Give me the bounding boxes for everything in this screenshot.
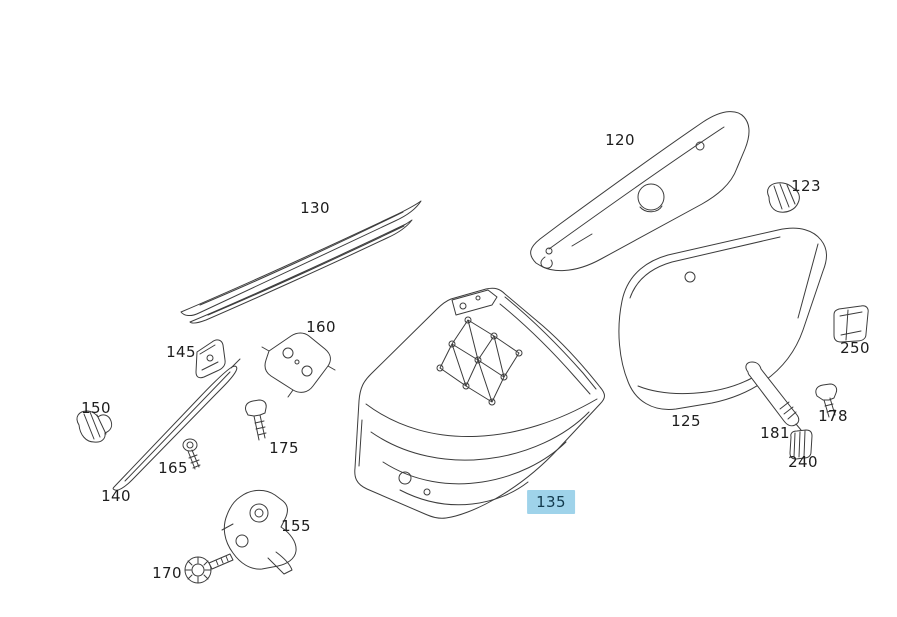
part-130-drawing [180, 200, 422, 324]
part-175-drawing [245, 399, 267, 441]
part-label-135[interactable]: 135 [527, 490, 575, 514]
part-178-drawing [815, 383, 838, 418]
part-145-drawing [195, 339, 226, 379]
part-label-181[interactable]: 181 [760, 424, 790, 442]
part-140-drawing [112, 358, 241, 491]
part-label-240[interactable]: 240 [788, 453, 818, 471]
part-160-drawing [261, 332, 336, 398]
part-181-drawing [745, 361, 802, 431]
part-250-drawing [833, 305, 869, 343]
part-label-155[interactable]: 155 [281, 517, 311, 535]
part-label-123[interactable]: 123 [791, 177, 821, 195]
part-label-130[interactable]: 130 [300, 199, 330, 217]
part-label-125[interactable]: 125 [671, 412, 701, 430]
part-label-175[interactable]: 175 [269, 439, 299, 457]
part-label-140[interactable]: 140 [101, 487, 131, 505]
part-125-drawing [618, 227, 827, 410]
part-label-120[interactable]: 120 [605, 131, 635, 149]
part-120-drawing [530, 111, 750, 271]
part-label-178[interactable]: 178 [818, 407, 848, 425]
part-165-drawing [182, 438, 201, 470]
part-123-drawing [767, 182, 800, 213]
part-150-drawing [76, 410, 113, 443]
part-label-160[interactable]: 160 [306, 318, 336, 336]
part-label-250[interactable]: 250 [840, 339, 870, 357]
part-label-170[interactable]: 170 [152, 564, 182, 582]
part-240-drawing [789, 429, 813, 460]
part-135-drawing [354, 287, 605, 519]
part-155-drawing [221, 489, 297, 575]
part-label-165[interactable]: 165 [158, 459, 188, 477]
part-label-150[interactable]: 150 [81, 399, 111, 417]
part-170-drawing [184, 553, 234, 584]
part-label-145[interactable]: 145 [166, 343, 196, 361]
